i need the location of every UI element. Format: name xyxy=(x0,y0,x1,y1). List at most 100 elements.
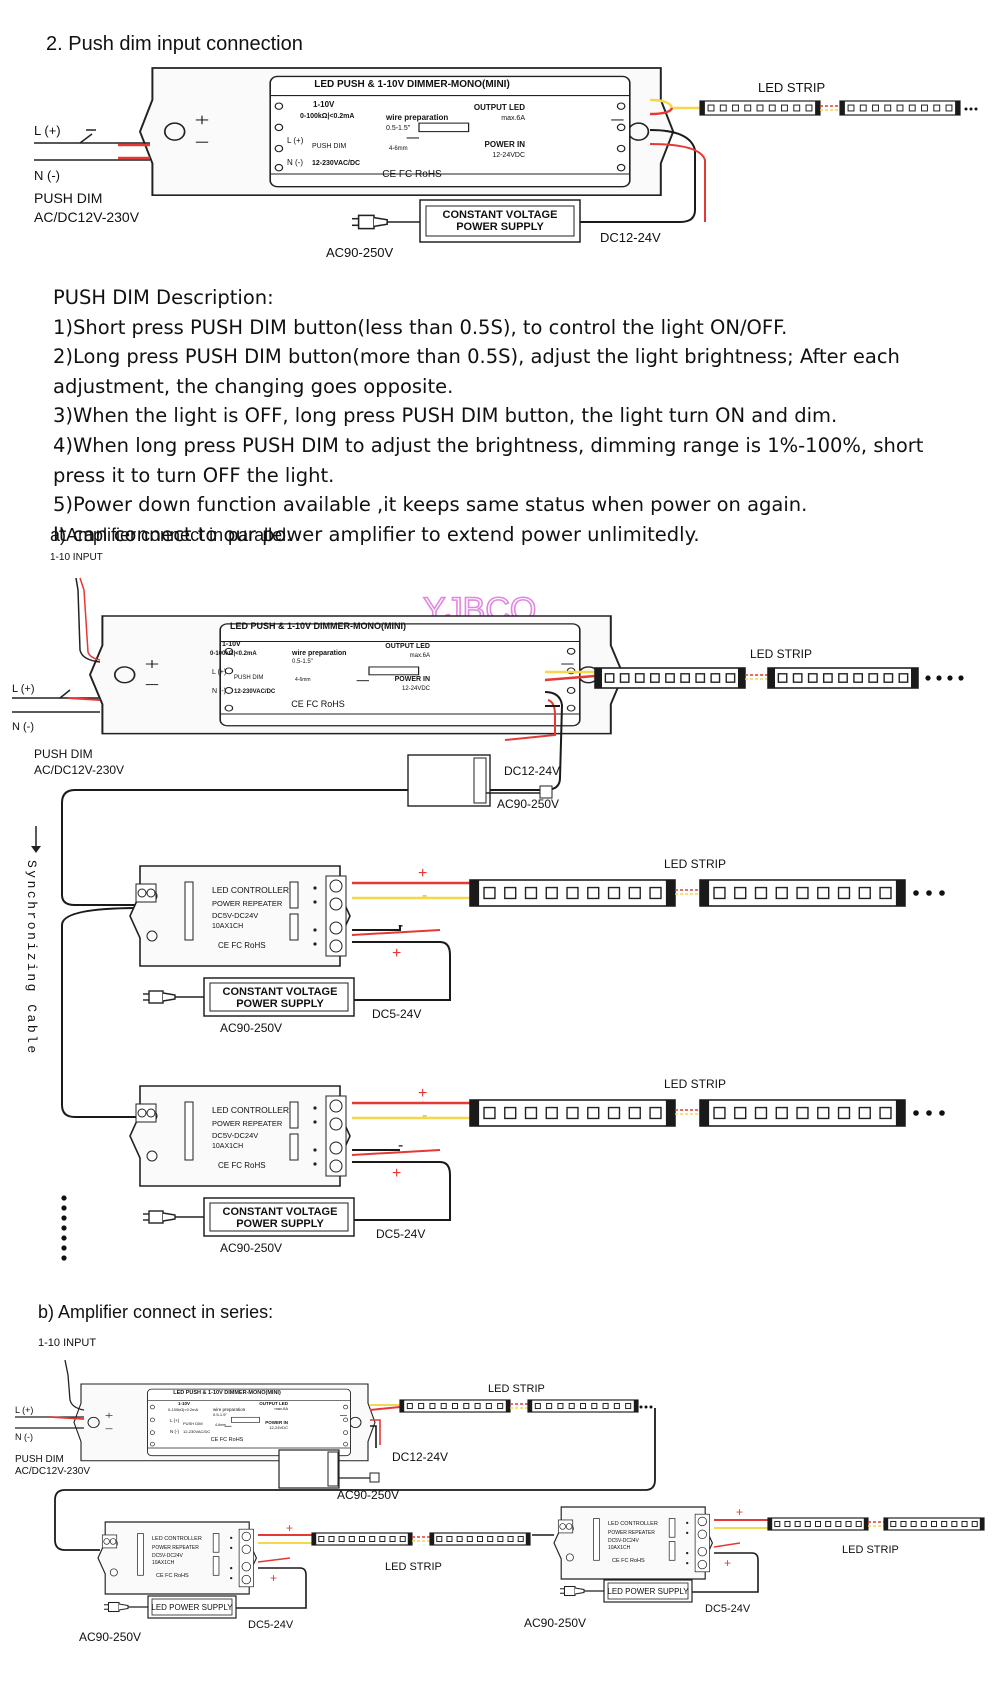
dimmer-title: LED PUSH & 1-10V DIMMER-MONO(MINI) xyxy=(230,621,406,631)
push-dim-label: PUSH DIM xyxy=(34,190,102,206)
continuation-dot xyxy=(925,675,931,681)
power-supply xyxy=(142,1197,355,1237)
amp-line2: POWER REPEATER xyxy=(608,1530,655,1536)
n-minus-label: N (-) xyxy=(34,168,60,183)
led-strip-label: LED STRIP xyxy=(750,647,812,661)
dimmer-push-dim: PUSH DIM xyxy=(234,675,263,681)
ac-input-label: AC90-250V xyxy=(220,1021,282,1035)
led-strip-label: LED STRIP xyxy=(664,857,726,871)
minus-sign: - xyxy=(422,887,427,904)
description-item-1: 1)Short press PUSH DIM button(less than … xyxy=(53,315,788,339)
led-strip-label: LED STRIP xyxy=(488,1383,545,1395)
dimmer-l-label: L (+) xyxy=(170,1418,180,1423)
led-strip-segment xyxy=(883,1517,985,1531)
dimmer-n-label: N (-) xyxy=(170,1429,179,1434)
amp-line4: 10AX1CH xyxy=(608,1545,631,1551)
amp-line1: LED CONTROLLER xyxy=(608,1521,658,1527)
input-1-10-label: 1-10 INPUT xyxy=(38,1337,96,1349)
dimmer-output-max: max.6A xyxy=(501,115,525,122)
description-item-5: 5)Power down function available ,it keep… xyxy=(53,493,808,517)
amp-line4: 10AX1CH xyxy=(212,1143,243,1150)
minus-sign: - xyxy=(422,1107,427,1124)
dimmer-strip-len: 4-6mm xyxy=(295,677,311,683)
push-dim-input-wires xyxy=(34,129,150,161)
continuation-dot xyxy=(913,1110,919,1116)
series-dimmer-output-wires xyxy=(54,1404,656,1551)
ac-input-label: AC90-250V xyxy=(79,1630,141,1644)
series-input-wires xyxy=(15,1359,85,1429)
amp-line4: 10AX1CH xyxy=(212,923,243,930)
dimmer-title: LED PUSH & 1-10V DIMMER-MONO(MINI) xyxy=(314,79,510,90)
dimmer-title: LED PUSH & 1-10V DIMMER-MONO(MINI) xyxy=(173,1390,281,1396)
dimmer-wire-len: 0.5-1.5" xyxy=(386,125,411,132)
plus-sign: + xyxy=(418,865,427,882)
push-dim-label: PUSH DIM xyxy=(34,747,93,761)
plus-sign: + xyxy=(392,945,401,962)
continuation-dot xyxy=(964,107,968,111)
ac-input-label: AC90-250V xyxy=(220,1241,282,1255)
dimmer-power-in: POWER IN xyxy=(265,1420,288,1425)
small-power-supply xyxy=(278,1449,380,1489)
dimmer-l-label: L (+) xyxy=(287,136,304,145)
dc-output-label: DC5-24V xyxy=(372,1007,421,1021)
amp-line3: DC5V-DC24V xyxy=(608,1538,640,1544)
amp-certs: CE FC RoHS xyxy=(218,1161,266,1170)
amp-left-wires xyxy=(236,1534,312,1609)
dimmer-wire-prep: wire preparation xyxy=(291,650,346,657)
dimmer-strip-len: 4-6mm xyxy=(389,146,408,152)
cv-supply-line2: POWER SUPPLY xyxy=(236,998,324,1010)
amp-line3: DC5V-DC24V xyxy=(212,1131,258,1140)
led-strip-label: LED STRIP xyxy=(385,1561,442,1573)
minus-sign: - xyxy=(398,1137,403,1154)
continuation-dot xyxy=(926,890,932,896)
led-strip-segment xyxy=(429,1532,531,1546)
amplifier-2-labels: LED CONTROLLER POWER REPEATER DC5V-DC24V… xyxy=(212,1105,289,1170)
ac-dc-label: AC/DC12V-230V xyxy=(34,763,124,777)
dc-output-label: DC12-24V xyxy=(600,230,661,245)
continuation-dot xyxy=(939,890,945,896)
amp-certs: CE FC RoHS xyxy=(156,1573,189,1579)
dimmer-labels-parallel: LED PUSH & 1-10V DIMMER-MONO(MINI) 1-10V… xyxy=(210,621,431,709)
dimmer-power-in: POWER IN xyxy=(395,676,430,683)
dimmer-range: 0-100kΩ|<0.2mA xyxy=(210,651,257,657)
small-power-supply xyxy=(407,754,553,807)
power-supply xyxy=(351,199,581,243)
cv-supply-line2: POWER SUPPLY xyxy=(456,221,544,233)
dimmer-strip-len: 4-6mm xyxy=(215,1423,226,1427)
dc-output-label: DC5-24V xyxy=(376,1227,425,1241)
dimmer-labels-series: LED PUSH & 1-10V DIMMER-MONO(MINI) 1-10V… xyxy=(168,1390,289,1443)
dimmer-range: 0-100kΩ|<0.2mA xyxy=(168,1407,198,1412)
dimmer-certs: CE FC RoHS xyxy=(382,169,442,180)
dimmer-output-led: OUTPUT LED xyxy=(259,1401,288,1406)
amplifier-series-right-labels: LED CONTROLLER POWER REPEATER DC5V-DC24V… xyxy=(608,1521,658,1564)
led-strip-segment xyxy=(767,1517,869,1531)
led-strip-label: LED STRIP xyxy=(664,1077,726,1091)
dimmer-power-range: 12-24VDC xyxy=(492,152,525,159)
dc-output-label: DC5-24V xyxy=(705,1603,751,1615)
description-extend: It can connect to our power amplifier to… xyxy=(53,522,700,546)
dimmer-output-led: OUTPUT LED xyxy=(474,103,525,112)
dc-output-label: DC12-24V xyxy=(504,764,560,778)
dc-output-label: DC12-24V xyxy=(392,1450,448,1464)
amp-line4: 10AX1CH xyxy=(152,1560,175,1566)
dimmer-wire-len: 0.5-1.5" xyxy=(213,1412,227,1417)
sync-cable-label: Synchronizing Cable xyxy=(24,860,39,1056)
ac-dc-label: AC/DC12V-230V xyxy=(34,209,140,225)
led-strip-segment xyxy=(839,100,961,116)
dimmer-1-10v: 1-10V xyxy=(313,100,335,109)
continuation-dot xyxy=(639,1405,643,1409)
continuation-dot xyxy=(936,675,942,681)
amp-line2: POWER REPEATER xyxy=(212,1119,283,1128)
amp-line3: DC5V-DC24V xyxy=(212,911,258,920)
dimmer-power-range: 12-24VDC xyxy=(402,686,431,692)
dimmer-output-led: OUTPUT LED xyxy=(385,643,430,650)
amp-line1: LED CONTROLLER xyxy=(152,1536,202,1542)
led-strip-segment xyxy=(699,1099,906,1127)
dimmer-certs: CE FC RoHS xyxy=(211,1437,244,1443)
plus-sign: + xyxy=(724,1556,731,1570)
amp-line3: DC5V-DC24V xyxy=(152,1553,184,1559)
plus-sign: + xyxy=(736,1505,743,1519)
dimmer-wire-prep: wire preparation xyxy=(385,113,448,122)
dimmer-wire-len: 0.5-1.5" xyxy=(292,659,313,665)
dimmer-certs: CE FC RoHS xyxy=(291,699,345,709)
